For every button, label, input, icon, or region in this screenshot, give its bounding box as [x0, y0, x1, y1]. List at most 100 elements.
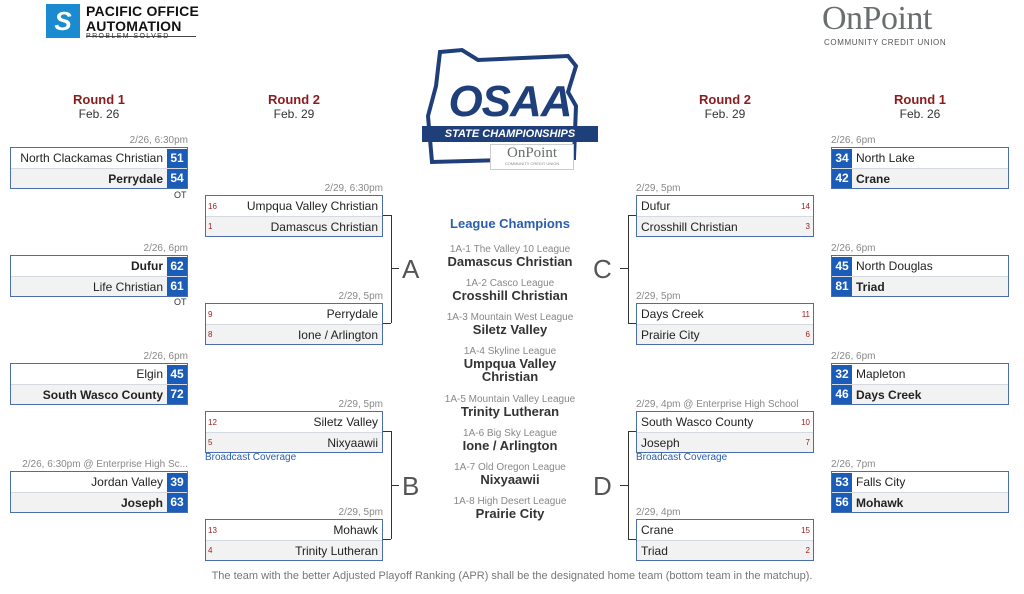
- game-time: 2/29, 5pm: [338, 291, 383, 302]
- team-name: Days Creek: [856, 387, 922, 402]
- score-badge: 53: [832, 472, 852, 492]
- team-row[interactable]: 53 Falls City: [832, 472, 1008, 492]
- score-badge: 54: [167, 169, 187, 188]
- pacific-line2: AUTOMATION: [86, 18, 182, 34]
- game-time: 2/26, 6pm: [831, 135, 876, 146]
- team-name: Mohawk: [333, 523, 378, 537]
- pacific-office-logo-icon[interactable]: S: [46, 4, 80, 38]
- team-name: Falls City: [856, 475, 906, 489]
- score-badge: 39: [167, 472, 187, 492]
- score-badge: 32: [832, 364, 852, 384]
- score-badge: 62: [167, 256, 187, 276]
- osaa-logo[interactable]: OSAA STATE CHAMPIONSHIPS OnPoint COMMUNI…: [418, 46, 602, 176]
- broadcast-coverage-link[interactable]: Broadcast Coverage: [205, 452, 297, 463]
- league-entry: 1A-5 Mountain Valley League Trinity Luth…: [420, 394, 600, 418]
- bracket-letter-d: D: [593, 471, 612, 501]
- seed-number: 6: [805, 330, 810, 339]
- team-name: Damascus Christian: [270, 219, 378, 234]
- pacific-rule: [86, 36, 196, 37]
- round-header-right-r1: Round 1 Feb. 26: [865, 92, 975, 121]
- seed-number: 3: [805, 222, 810, 231]
- bracket-line: [383, 539, 391, 540]
- league-name: 1A-5 Mountain Valley League: [444, 394, 576, 405]
- seed-number: 7: [805, 438, 810, 447]
- broadcast-coverage-link[interactable]: Broadcast Coverage: [636, 452, 728, 463]
- game-time: 2/26, 6:30pm: [129, 135, 188, 146]
- bracket-line: [391, 268, 399, 269]
- bracket-line: [391, 215, 392, 323]
- team-name: Joseph: [641, 435, 680, 450]
- game-time: 2/29, 5pm: [338, 399, 383, 410]
- pacific-office-name[interactable]: PACIFIC OFFICE AUTOMATION: [86, 4, 199, 34]
- bracket-line: [391, 485, 399, 486]
- team-name: Days Creek: [641, 307, 704, 321]
- league-name: 1A-7 Old Oregon League: [454, 462, 566, 473]
- round-date: Feb. 26: [899, 107, 941, 121]
- score-badge: 72: [167, 385, 187, 404]
- seed-number: 5: [208, 438, 213, 447]
- round-title: Round 1: [73, 92, 125, 107]
- score-badge: 63: [167, 493, 187, 512]
- score-badge: 61: [167, 277, 187, 296]
- onpoint-logo[interactable]: OnPoint: [822, 0, 932, 37]
- league-champion: Damascus Christian: [447, 254, 573, 269]
- team-row[interactable]: Joseph 7: [637, 432, 813, 452]
- round-header-left-r2: Round 2 Feb. 29: [239, 92, 349, 121]
- league-entry: 1A-2 Casco League Crosshill Christian: [420, 278, 600, 302]
- round-date: Feb. 29: [704, 107, 746, 121]
- game-time: 2/29, 5pm: [636, 291, 681, 302]
- team-name: Nixyaawii: [327, 435, 378, 450]
- bracket-line: [383, 431, 391, 432]
- league-entry: 1A-8 High Desert League Prairie City: [420, 496, 600, 520]
- score-badge: 34: [832, 148, 852, 168]
- pacific-line1: PACIFIC OFFICE: [86, 3, 199, 19]
- bracket-line: [628, 431, 636, 432]
- team-row[interactable]: 5 Nixyaawii: [206, 432, 382, 452]
